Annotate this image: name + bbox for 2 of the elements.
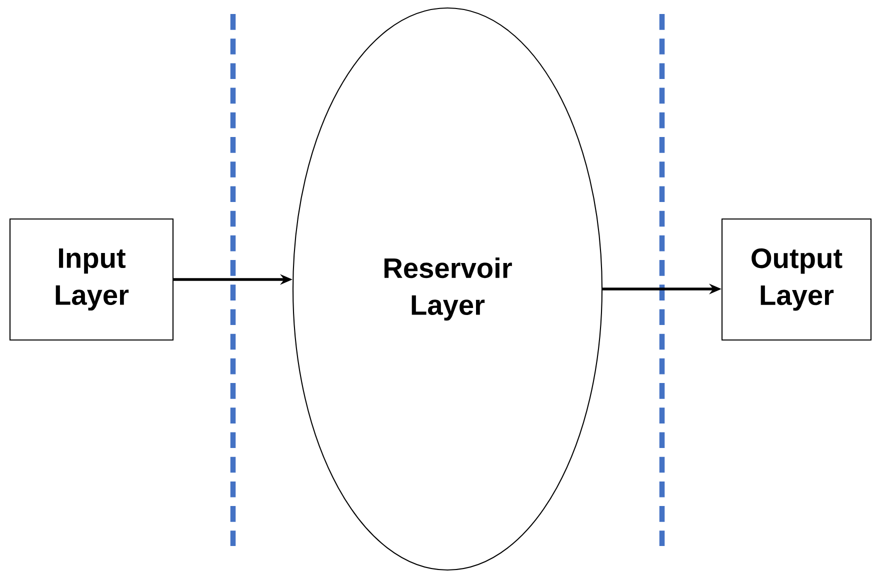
layer-box: Output Layer [721,218,872,341]
layer-box: Input Layer [9,218,174,341]
